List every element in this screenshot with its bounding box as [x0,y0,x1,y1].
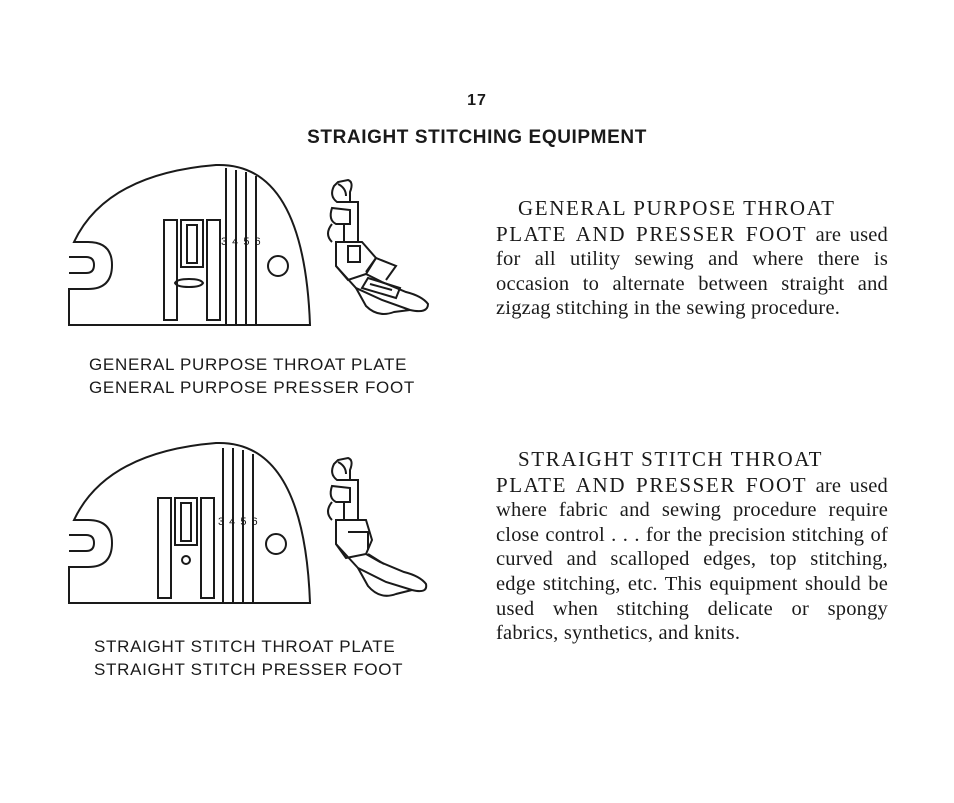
page-number: 17 [467,92,487,109]
plate-seam-numbers: 3 4 5 6 [218,516,259,528]
caption-line: STRAIGHT STITCH PRESSER FOOT [94,660,404,679]
straight-stitch-presser-foot-drawing [327,456,428,597]
description-body: are used where fabric and sewing procedu… [496,474,889,645]
straight-stitch-equipment-illustration: 3 4 5 6 [66,440,436,620]
general-purpose-throat-plate-drawing [68,163,312,326]
description-heading-line: STRAIGHT STITCH THROAT [518,447,824,471]
straight-stitch-throat-plate-drawing [68,441,312,604]
plate-seam-numbers: 3 4 5 6 [221,236,262,248]
page-title: STRAIGHT STITCHING EQUIPMENT [307,127,647,148]
general-purpose-equipment-illustration: 3 4 5 6 [66,162,436,342]
description-heading-line: PLATE AND PRESSER FOOT [496,472,808,497]
caption-line: GENERAL PURPOSE PRESSER FOOT [89,378,415,397]
caption-line: STRAIGHT STITCH THROAT PLATE [94,637,396,656]
general-purpose-presser-foot-drawing [327,178,430,315]
description-heading-line: GENERAL PURPOSE THROAT [518,196,836,220]
description-heading-line: PLATE AND PRESSER FOOT [496,221,808,246]
general-purpose-caption: GENERAL PURPOSE THROAT PLATE GENERAL PUR… [89,353,415,399]
straight-stitch-caption: STRAIGHT STITCH THROAT PLATE STRAIGHT ST… [94,635,403,681]
straight-stitch-description: STRAIGHT STITCH THROAT PLATE AND PRESSER… [496,447,888,646]
caption-line: GENERAL PURPOSE THROAT PLATE [89,355,408,374]
general-purpose-description: GENERAL PURPOSE THROAT PLATE AND PRESSER… [496,196,888,321]
description-body: are used for all utility sewing and wher… [496,223,889,320]
